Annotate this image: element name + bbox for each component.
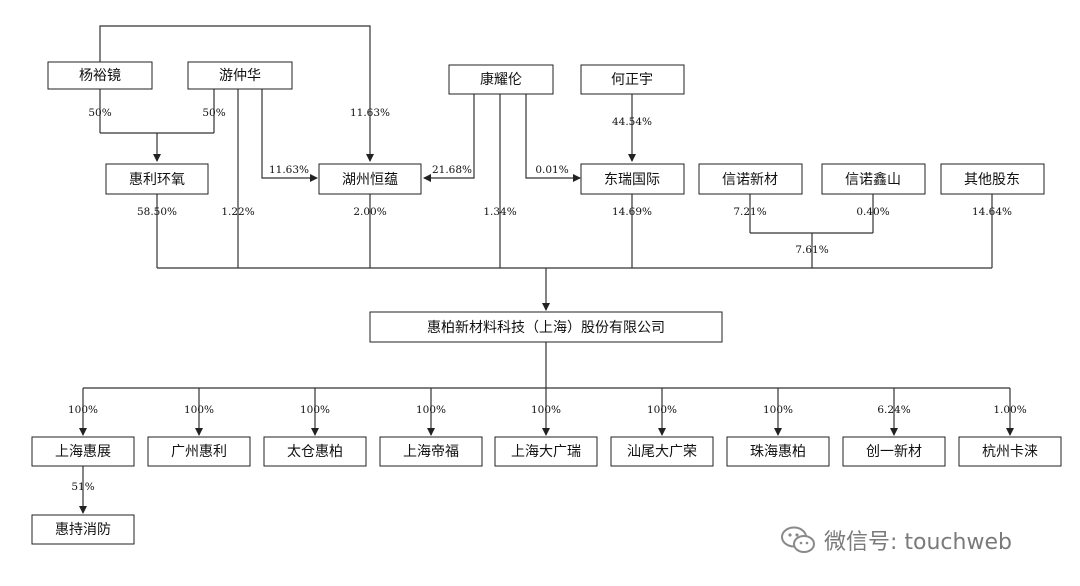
node-label: 东瑞国际 (604, 172, 660, 188)
node-label: 杭州卡涞 (982, 444, 1038, 460)
node-label: 上海大广瑞 (511, 444, 581, 460)
pct-dongrui-company: 14.69% (612, 206, 652, 218)
watermark: 微信号: touchweb (780, 520, 1070, 560)
pct-you-company: 1.22% (221, 206, 254, 218)
node-zh-huibai[interactable]: 珠海惠柏 (726, 436, 830, 467)
node-company[interactable]: 惠柏新材料科技（上海）股份有限公司 (369, 311, 723, 343)
node-label: 惠柏新材料科技（上海）股份有限公司 (427, 320, 665, 336)
edge-you-huzhou (261, 89, 318, 182)
node-label: 创一新材 (866, 444, 922, 460)
pct-kang-company: 1.34% (483, 206, 516, 218)
node-huili-huanyang[interactable]: 惠利环氧 (105, 163, 209, 195)
node-label: 汕尾大广荣 (627, 444, 697, 460)
pct-sub-huili: 100% (184, 404, 214, 416)
node-label: 太仓惠柏 (287, 444, 343, 460)
node-label: 信诺新材 (722, 172, 778, 188)
node-label: 信诺鑫山 (845, 171, 901, 188)
node-label: 其他股东 (964, 172, 1020, 188)
pct-huili-company: 58.50% (137, 206, 177, 218)
pct-huizhan-huichi: 51% (71, 481, 94, 493)
node-he-zhengyu[interactable]: 何正宇 (580, 64, 685, 95)
node-chuangyi-xincai[interactable]: 创一新材 (842, 436, 946, 467)
edge-yang-huzhou (99, 25, 374, 162)
node-you-zhonghua[interactable]: 游仲华 (187, 61, 293, 90)
pct-huzhou-company: 2.00% (353, 206, 386, 218)
node-sh-daguangrui[interactable]: 上海大广瑞 (494, 436, 598, 467)
pct-sub-zhuhai: 100% (763, 404, 793, 416)
node-kang-yaolun[interactable]: 康耀伦 (448, 64, 554, 95)
pct-sub-kalai: 1.00% (993, 404, 1026, 416)
node-gz-huili[interactable]: 广州惠利 (147, 436, 251, 467)
node-huzhou-hengyun[interactable]: 湖州恒蕴 (318, 163, 422, 195)
node-yang-yujing[interactable]: 杨裕镜 (47, 61, 153, 90)
pct-other-company: 14.64% (972, 206, 1012, 218)
node-label: 惠利环氧 (129, 172, 185, 188)
edge-kang-huzhou (423, 94, 475, 182)
node-huichi-xiaofang[interactable]: 惠持消防 (31, 514, 135, 545)
edges (79, 25, 1014, 514)
watermark-text: 微信号: touchweb (824, 530, 1012, 555)
node-label: 广州惠利 (171, 444, 227, 460)
node-sh-huizhan[interactable]: 上海惠展 (31, 436, 135, 467)
pct-xincai: 7.21% (733, 206, 766, 218)
node-sh-difu[interactable]: 上海帝福 (379, 436, 483, 467)
pct-sub-difu: 100% (416, 404, 446, 416)
node-xinnuo-xinshan[interactable]: 信诺鑫山 (821, 163, 926, 195)
pct-sub-daguangrong: 100% (647, 404, 677, 416)
node-hz-kalai[interactable]: 杭州卡涞 (958, 436, 1062, 467)
wechat-icon (781, 526, 815, 553)
node-sw-daguangrong[interactable]: 汕尾大广荣 (610, 436, 714, 467)
node-dongrui-guoji[interactable]: 东瑞国际 (580, 163, 685, 195)
pct-he-dongrui: 44.54% (612, 116, 652, 128)
pct-yang-huili: 50% (88, 107, 111, 119)
node-label: 杨裕镜 (79, 68, 121, 84)
node-label: 上海惠展 (55, 444, 111, 460)
node-label: 何正宇 (611, 72, 653, 88)
pct-sub-huizhan: 100% (68, 404, 98, 416)
pct-sub-daguangrui: 100% (531, 404, 561, 416)
pct-you-huili: 50% (202, 107, 225, 119)
percent-labels: 50% 50% 11.63% 11.63% 21.68% 0.01% 44.54… (68, 107, 1027, 493)
pct-xinnuo-total: 7.61% (795, 244, 828, 256)
node-label: 珠海惠柏 (750, 444, 806, 460)
pct-xinshan: 0.40% (856, 206, 889, 218)
pct-sub-taicang: 100% (300, 404, 330, 416)
edge-kang-dongrui (525, 94, 581, 182)
node-other-holders[interactable]: 其他股东 (940, 163, 1045, 195)
node-label: 惠持消防 (55, 522, 111, 538)
node-label: 上海帝福 (403, 444, 459, 460)
node-label: 游仲华 (219, 68, 261, 84)
pct-you-huzhou: 11.63% (269, 164, 309, 176)
node-label: 康耀伦 (480, 71, 522, 88)
pct-yang-huzhou: 11.63% (350, 107, 390, 119)
node-label: 湖州恒蕴 (342, 172, 398, 188)
pct-sub-chuangyi: 6.24% (877, 404, 910, 416)
pct-kang-huzhou: 21.68% (432, 164, 472, 176)
pct-kang-dongrui: 0.01% (535, 164, 568, 176)
node-xinnuo-xincai[interactable]: 信诺新材 (698, 163, 803, 195)
node-tc-huibai[interactable]: 太仓惠柏 (263, 436, 367, 467)
